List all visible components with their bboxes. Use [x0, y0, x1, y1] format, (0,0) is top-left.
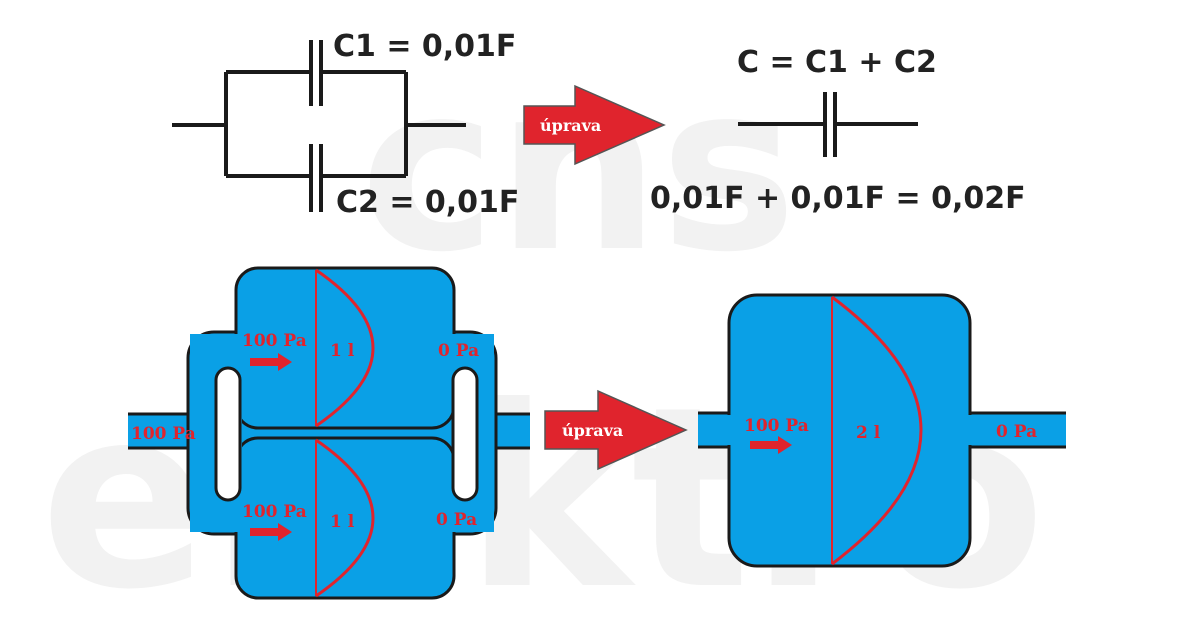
- single-membrane-curve: [831, 295, 923, 566]
- single-pressure-out-label: 0 Pa: [996, 422, 1037, 442]
- single-outlet-pipe: [966, 413, 1066, 447]
- upper-membrane-curve: [315, 268, 375, 428]
- lower-flow-arrow: [250, 523, 292, 541]
- transform-arrow-top: úprava: [523, 84, 666, 166]
- arrow-shape: [523, 84, 666, 166]
- outlet-pipe: [492, 414, 530, 448]
- inner-slot-right: [451, 366, 479, 502]
- equivalent-capacitor: [738, 92, 918, 157]
- watermark-top: cns: [360, 36, 797, 303]
- single-volume-label: 2 l: [856, 423, 881, 443]
- hydraulic-parallel: 100 Pa 100 Pa 1 l 0 Pa 100 Pa 1 l 0 Pa: [128, 266, 530, 600]
- c2-label: C2 = 0,01F: [336, 185, 519, 220]
- single-flow-arrow: [750, 436, 792, 454]
- sum-label: 0,01F + 0,01F = 0,02F: [650, 181, 1026, 216]
- upper-pressure-out-label: 0 Pa: [438, 341, 479, 361]
- lower-volume-label: 1 l: [330, 512, 355, 532]
- arrow-label: úprava: [540, 116, 601, 135]
- lower-membrane-curve: [315, 438, 375, 598]
- inlet-pressure-label: 100 Pa: [131, 424, 196, 444]
- hydraulic-single: 100 Pa 2 l 0 Pa: [698, 293, 1066, 568]
- upper-pressure-in-label: 100 Pa: [242, 331, 307, 351]
- transform-arrow-bottom: úprava: [544, 389, 688, 471]
- arrow-shape: [544, 389, 688, 471]
- upper-volume-label: 1 l: [330, 341, 355, 361]
- single-pressure-in-label: 100 Pa: [744, 416, 809, 436]
- formula-label: C = C1 + C2: [737, 45, 937, 80]
- upper-flow-arrow: [250, 353, 292, 371]
- parallel-capacitor-circuit: [172, 40, 466, 212]
- arrow-label: úprava: [562, 421, 623, 440]
- c1-label: C1 = 0,01F: [333, 29, 516, 64]
- inner-slot-left: [214, 366, 242, 502]
- lower-pressure-in-label: 100 Pa: [242, 502, 307, 522]
- inlet-pipe: [128, 414, 192, 448]
- lower-pressure-out-label: 0 Pa: [436, 510, 477, 530]
